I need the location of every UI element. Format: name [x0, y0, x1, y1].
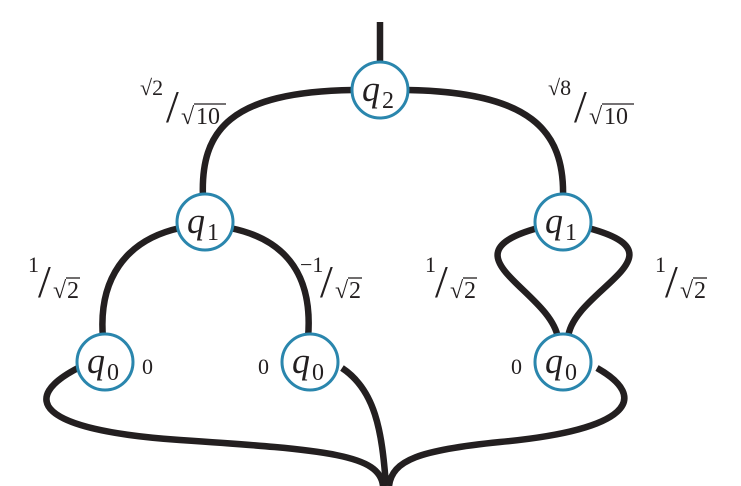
weight-root-right-slash: / — [574, 81, 587, 132]
node-leaf-b-letter: q — [292, 341, 310, 381]
node-root-circle — [350, 60, 410, 120]
edge-left-mid-to-leaf-b — [229, 224, 312, 339]
weight-right-c-left-radical: √ — [450, 278, 464, 304]
node-left-mid: q 1 — [175, 192, 235, 252]
node-leaf-a: q 0 0 — [75, 332, 153, 392]
node-leaf-c-subscript: 0 — [565, 360, 577, 386]
node-root-letter: q — [362, 69, 380, 109]
node-right-mid: q 1 — [533, 192, 593, 252]
weight-left-a-slash: / — [38, 256, 51, 307]
node-left-mid-letter: q — [187, 201, 205, 241]
node-leaf-b-circle — [280, 332, 340, 392]
weight-left-a-numerator: 1 — [28, 252, 39, 277]
edge-leaf-c-out — [385, 365, 628, 486]
weight-right-c-right-denominator: 2 — [694, 278, 706, 304]
weight-right-c-right-numerator: 1 — [655, 252, 666, 277]
weight-left-b: −1 / √ 2 — [300, 252, 362, 307]
edge-right-mid-to-leaf-c-right — [564, 224, 633, 339]
node-leaf-b-terminal: 0 — [258, 354, 269, 379]
weight-root-right-numerator: √8 — [548, 75, 571, 100]
weight-right-c-left-numerator: 1 — [425, 252, 436, 277]
node-leaf-a-terminal: 0 — [142, 354, 153, 379]
node-right-mid-circle — [533, 192, 593, 252]
weight-left-a-denominator: 2 — [67, 278, 79, 304]
edge-right-mid-to-leaf-c-left — [494, 224, 562, 339]
weight-right-c-left: 1 / √ 2 — [425, 252, 477, 307]
weight-left-b-radical: √ — [335, 278, 349, 304]
node-leaf-c-circle — [533, 332, 593, 392]
weight-left-a: 1 / √ 2 — [28, 252, 80, 307]
weight-root-left-denominator: 10 — [196, 104, 220, 130]
weight-right-c-right-radical: √ — [680, 278, 694, 304]
weight-right-c-right: 1 / √ 2 — [655, 252, 707, 307]
edge-leaf-b-out — [340, 365, 390, 486]
weight-root-left-numerator: √2 — [140, 75, 163, 100]
edge-root-to-right-mid — [406, 86, 567, 199]
node-right-mid-letter: q — [545, 201, 563, 241]
node-leaf-c-letter: q — [545, 341, 563, 381]
node-leaf-a-letter: q — [87, 341, 105, 381]
node-leaf-c: q 0 0 — [511, 332, 593, 392]
weight-left-b-numerator: −1 — [300, 252, 323, 277]
node-left-mid-subscript: 1 — [207, 220, 219, 246]
edges — [43, 22, 633, 486]
weight-root-left-slash: / — [166, 81, 179, 132]
weight-root-right: √8 / √ 10 — [548, 75, 634, 132]
node-root-subscript: 2 — [382, 88, 394, 114]
node-leaf-a-circle — [75, 332, 135, 392]
edge-left-mid-to-leaf-a — [99, 224, 181, 339]
weight-right-c-left-denominator: 2 — [464, 278, 476, 304]
node-leaf-a-subscript: 0 — [107, 360, 119, 386]
edge-root-to-left-mid — [199, 86, 354, 199]
weight-right-c-left-slash: / — [435, 256, 448, 307]
node-leaf-b-subscript: 0 — [312, 360, 324, 386]
node-leaf-c-terminal: 0 — [511, 354, 522, 379]
node-left-mid-circle — [175, 192, 235, 252]
edge-leaf-a-out — [43, 365, 387, 486]
node-leaf-b: q 0 0 — [258, 332, 340, 392]
weight-root-right-denominator: 10 — [604, 104, 628, 130]
weight-left-a-radical: √ — [53, 278, 67, 304]
weight-root-left: √2 / √ 10 — [140, 75, 226, 132]
weight-right-c-right-slash: / — [665, 256, 678, 307]
weight-left-b-slash: / — [320, 256, 333, 307]
weight-root-right-radical: √ — [589, 104, 603, 130]
node-root: q 2 — [350, 60, 410, 120]
weight-root-left-radical: √ — [181, 104, 195, 130]
weight-left-b-denominator: 2 — [349, 278, 361, 304]
node-right-mid-subscript: 1 — [565, 220, 577, 246]
